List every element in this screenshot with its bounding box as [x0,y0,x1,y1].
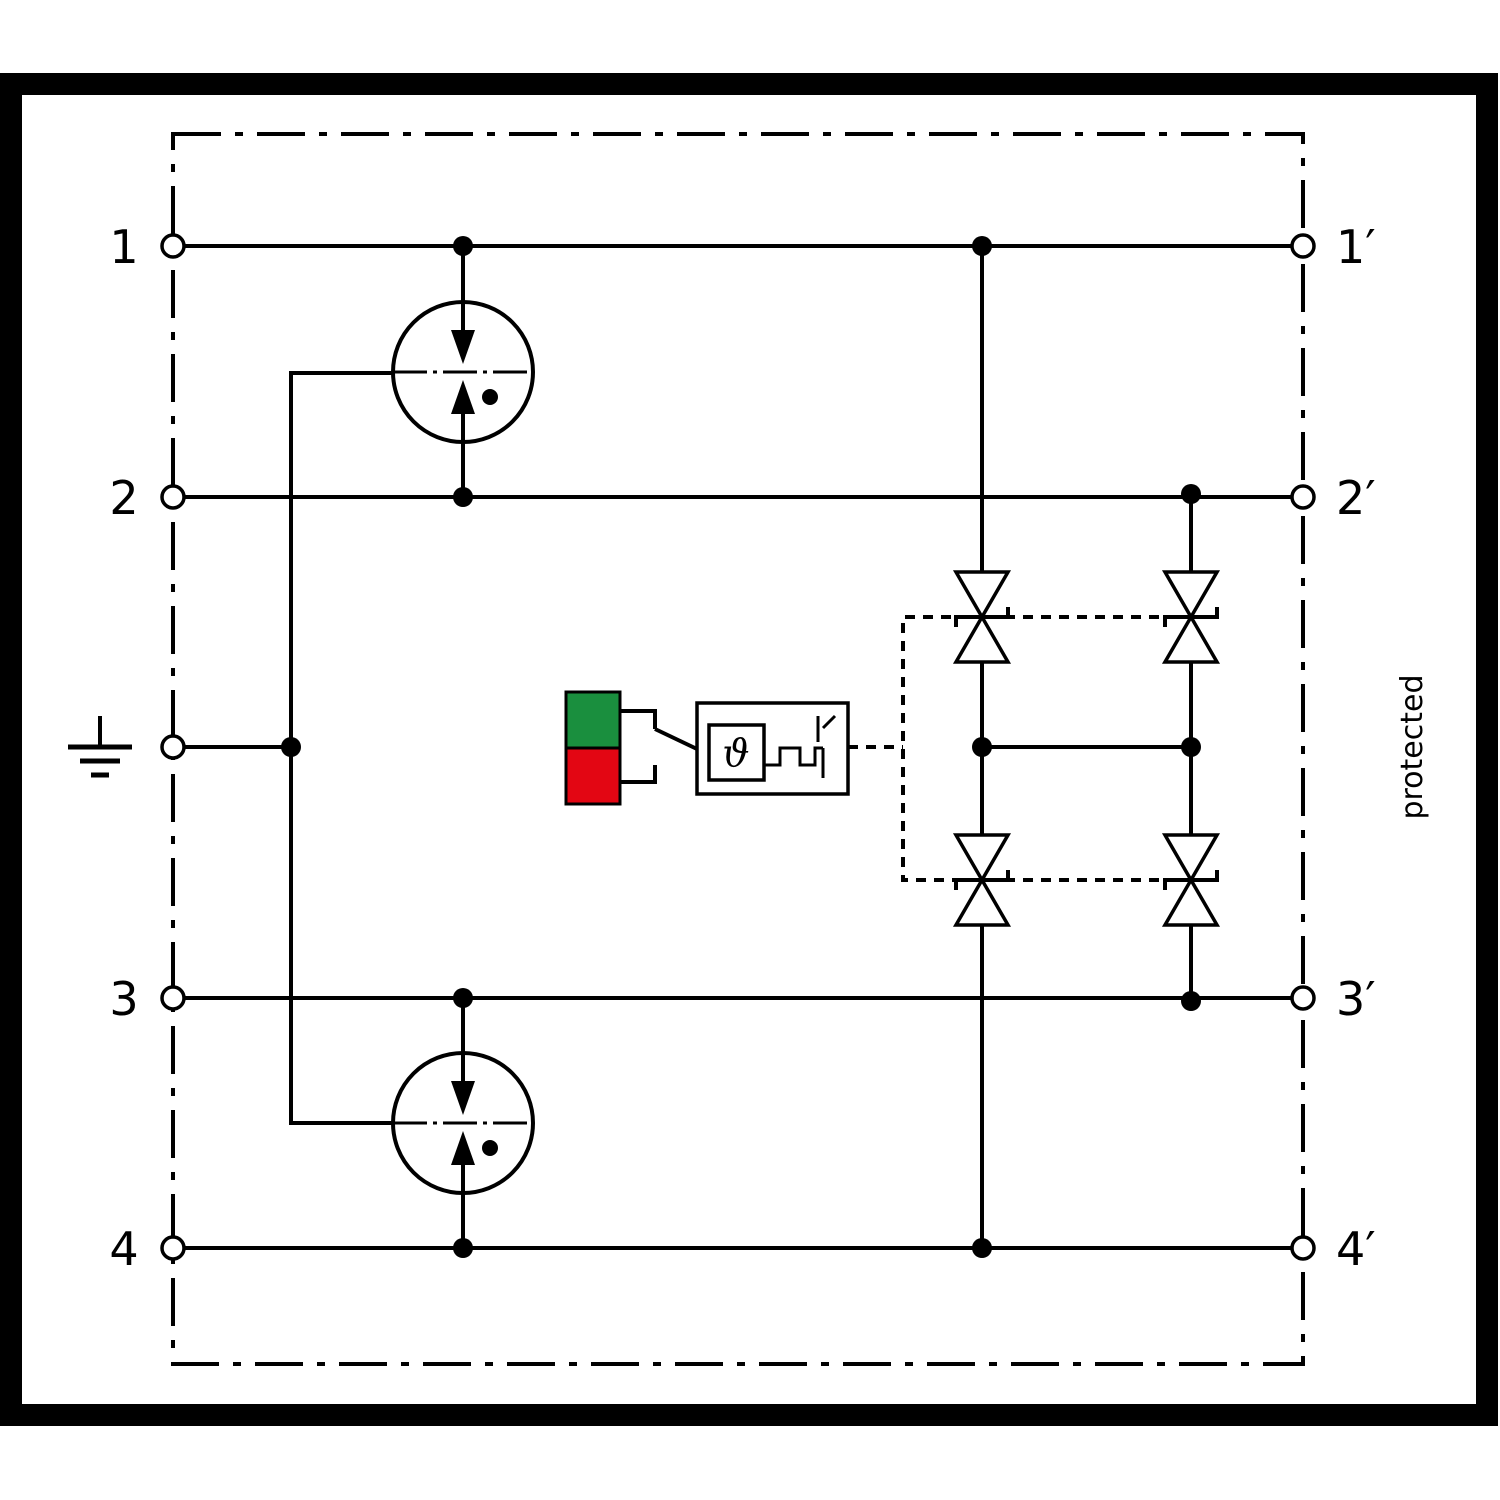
terminal-label-right: 1′ [1336,220,1376,274]
indicator-green [564,690,622,750]
protected-side-label: protected [1395,674,1430,819]
ground-icon [68,716,132,778]
terminal-label-left: 4 [109,1222,138,1276]
thermal-symbol: ϑ [722,731,749,775]
gas-discharge-tube-icon [391,246,535,497]
junction-nodes [281,236,1201,1258]
device-boundary [171,132,1305,1366]
terminal-label-right: 4′ [1336,1222,1376,1276]
indicator-red [564,746,622,806]
bidirectional-tvs-diode-icon [952,570,1012,664]
outer-frame [0,73,1498,1426]
bidirectional-tvs-diode-icon [1161,833,1221,927]
terminal-label-left: 1 [109,220,138,274]
terminal-label-right: 3′ [1336,972,1376,1026]
status-indicator [564,690,698,806]
terminal-label-left: 3 [109,972,138,1026]
bidirectional-tvs-diode-icon [1161,570,1221,664]
terminal-label-left: 2 [109,471,138,525]
terminal-label-right: 2′ [1336,471,1376,525]
bidirectional-tvs-diode-icon [952,833,1012,927]
gas-discharge-tube-icon [391,998,535,1248]
gdt-ground-bus [289,371,395,1125]
thermal-disconnector-icon: ϑ [695,701,850,796]
terminal-circles [160,233,1316,1261]
